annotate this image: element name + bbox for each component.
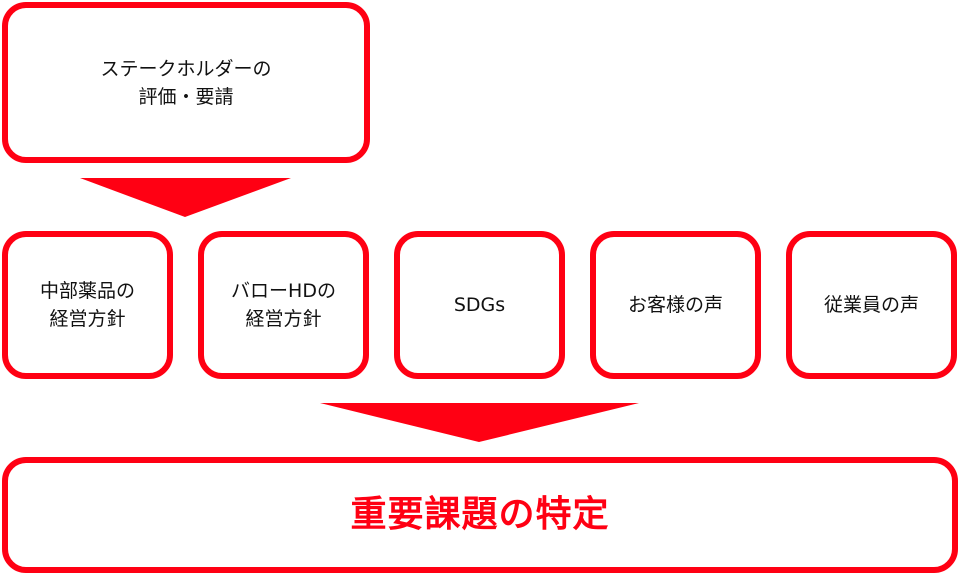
source-box-customer-voice: お客様の声 bbox=[590, 231, 761, 379]
source-label: バローHDの 経営方針 bbox=[231, 280, 336, 330]
source-label: 従業員の声 bbox=[823, 294, 919, 316]
source-box-sdgs: SDGs bbox=[394, 231, 565, 379]
source-label: お客様の声 bbox=[627, 294, 723, 316]
source-label: SDGs bbox=[453, 294, 506, 316]
source-box-employee-voice: 従業員の声 bbox=[786, 231, 957, 379]
source-box-chubu-policy: 中部薬品の 経営方針 bbox=[2, 231, 173, 379]
result-label: 重要課題の特定 bbox=[350, 494, 610, 535]
down-arrow-icon bbox=[320, 403, 639, 442]
source-label: 中部薬品の 経営方針 bbox=[39, 280, 135, 330]
stakeholder-box: ステークホルダーの 評価・要請 bbox=[2, 2, 370, 163]
down-arrow-icon bbox=[80, 178, 291, 217]
source-box-valor-policy: バローHDの 経営方針 bbox=[198, 231, 369, 379]
stakeholder-label: ステークホルダーの 評価・要請 bbox=[100, 57, 272, 108]
result-box: 重要課題の特定 bbox=[2, 457, 958, 573]
